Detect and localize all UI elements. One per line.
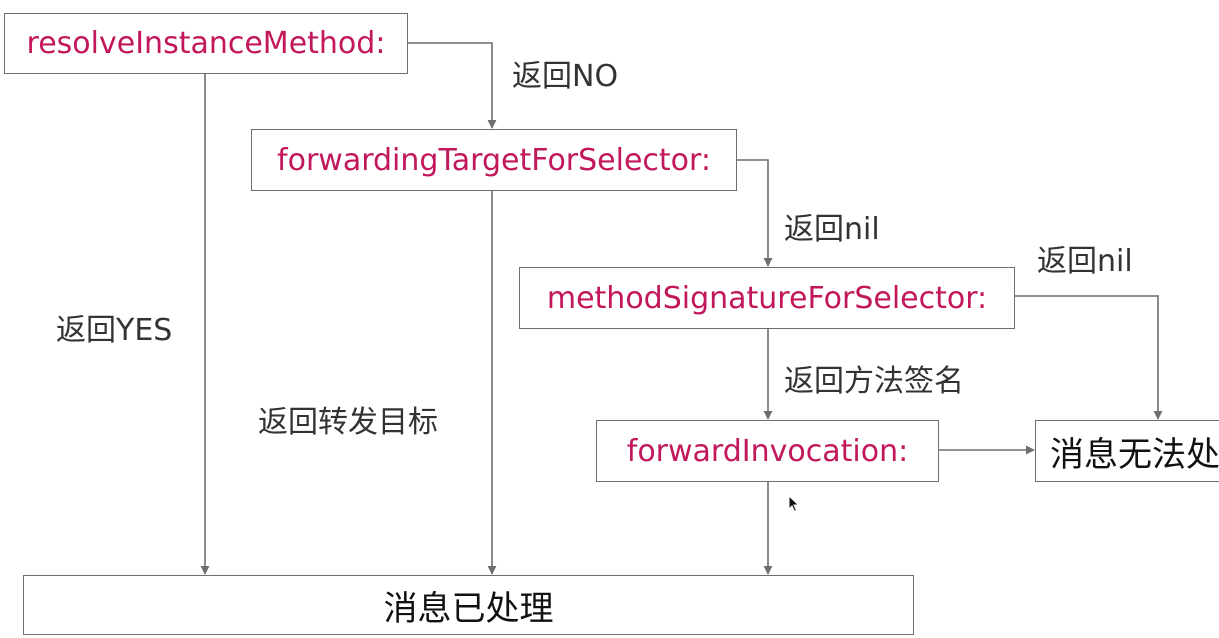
edge-forwarding-target-to-method-signature [737, 159, 773, 267]
label-return-nil-from-forwarding: 返回nil [784, 212, 880, 247]
label-return-method-signature: 返回方法签名 [784, 364, 964, 399]
edge-resolve-to-forwarding-target [408, 42, 497, 129]
label-return-yes: 返回YES [56, 313, 173, 348]
label-return-forward-target: 返回转发目标 [258, 405, 438, 440]
node-forwarding-target-for-selector: forwardingTargetForSelector: [251, 129, 737, 191]
node-method-signature-for-selector: methodSignatureForSelector: [519, 267, 1015, 329]
node-resolve-instance-method: resolveInstanceMethod: [4, 13, 408, 74]
node-message-unhandled: 消息无法处 [1035, 420, 1219, 482]
mouse-pointer-icon [788, 495, 800, 513]
label-return-no: 返回NO [512, 59, 619, 94]
edge-method-signature-to-unhandled [1015, 295, 1163, 420]
label-return-nil-from-signature: 返回nil [1037, 244, 1133, 279]
node-message-handled: 消息已处理 [23, 575, 914, 635]
node-forward-invocation: forwardInvocation: [596, 420, 939, 482]
